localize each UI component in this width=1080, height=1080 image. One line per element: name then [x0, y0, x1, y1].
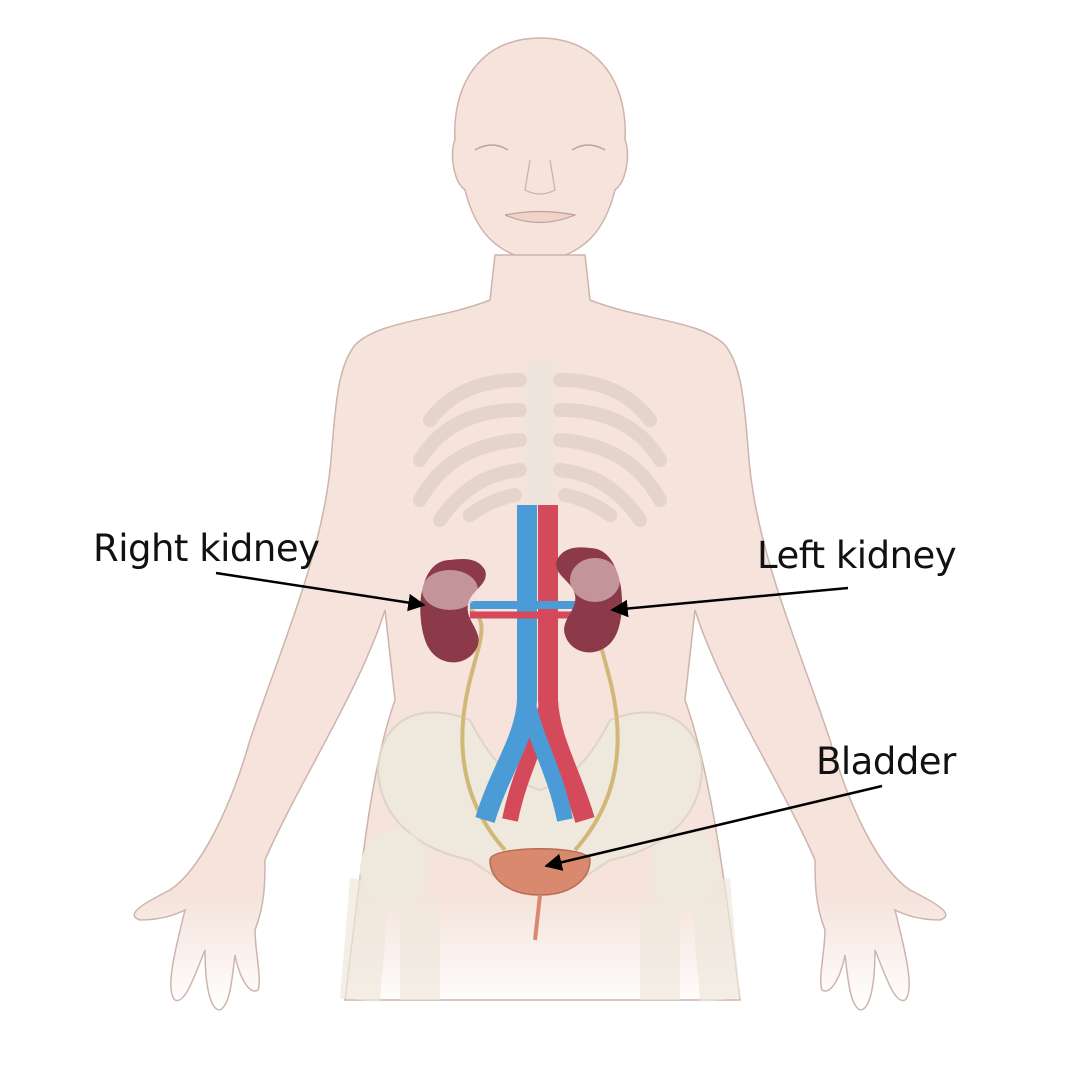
bladder-label: Bladder [816, 740, 956, 783]
left-kidney-arrow [610, 586, 849, 618]
kidneys [420, 547, 623, 663]
bladder-arrow [544, 784, 883, 871]
ribcage [413, 360, 667, 527]
right-kidney-arrow [215, 571, 426, 612]
left-kidney-label: Left kidney [757, 534, 957, 577]
right-kidney-label: Right kidney [93, 527, 320, 570]
